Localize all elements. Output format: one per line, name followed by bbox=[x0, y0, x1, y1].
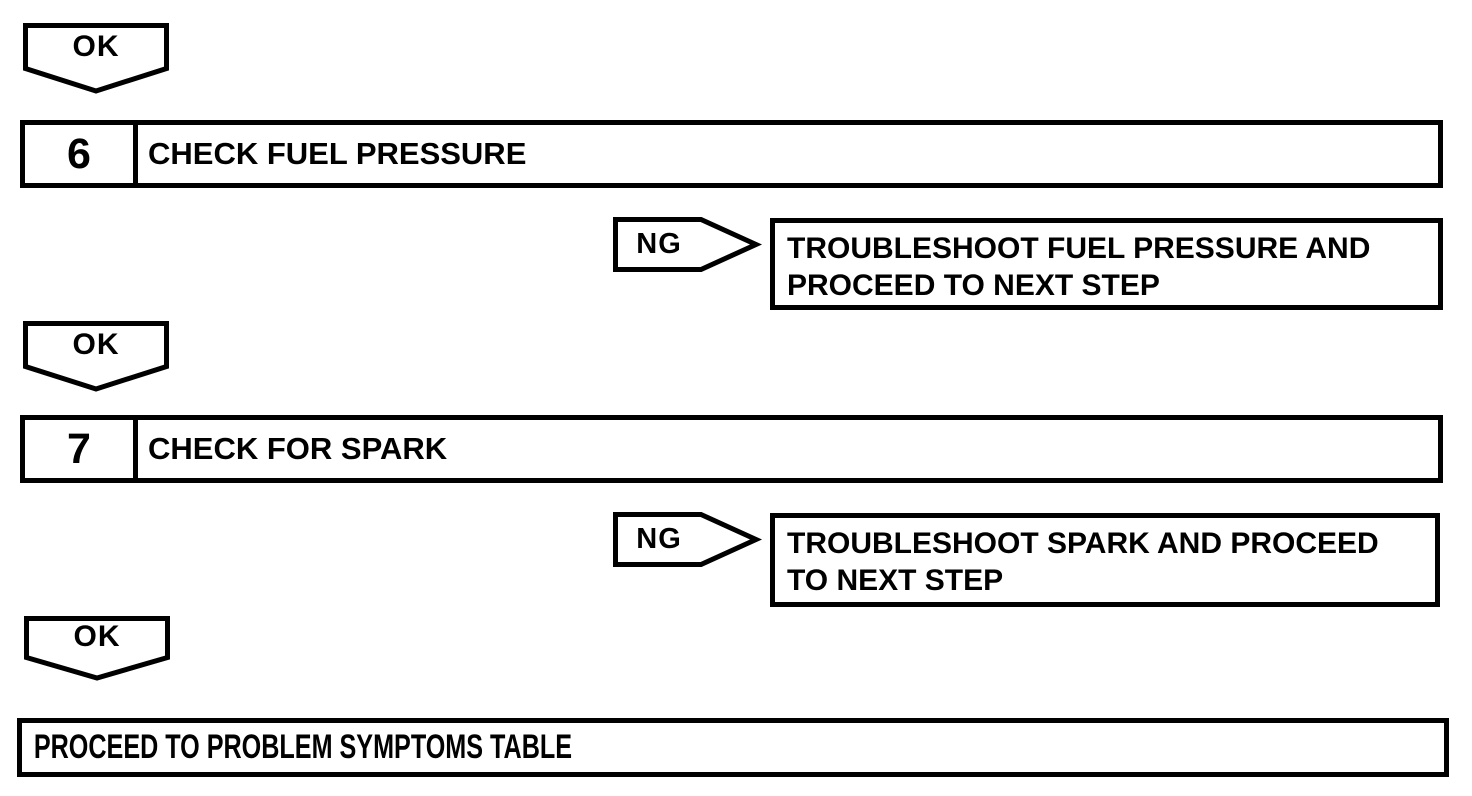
ok-connector-label: OK bbox=[73, 620, 121, 653]
ng-result-line: TROUBLESHOOT SPARK AND PROCEED bbox=[787, 527, 1379, 560]
ng-connector-label: NG bbox=[636, 228, 682, 260]
ng-result-line: TO NEXT STEP bbox=[787, 564, 1004, 597]
step-title: CHECK FOR SPARK bbox=[148, 431, 448, 466]
step-number: 7 bbox=[25, 420, 138, 478]
final-step-box: PROCEED TO PROBLEM SYMPTOMS TABLE bbox=[17, 718, 1449, 777]
ng-connector-label: NG bbox=[636, 523, 682, 555]
ng-connector-2: NG bbox=[613, 512, 763, 567]
step-box-6: 6 CHECK FUEL PRESSURE bbox=[20, 120, 1443, 188]
step-title: CHECK FUEL PRESSURE bbox=[148, 136, 527, 171]
step-number: 6 bbox=[25, 125, 138, 183]
ng-result-box-2: TROUBLESHOOT SPARK AND PROCEED TO NEXT S… bbox=[770, 513, 1440, 607]
ok-connector-2: OK bbox=[23, 321, 169, 393]
ok-connector-3: OK bbox=[24, 616, 170, 688]
ng-result-line: PROCEED TO NEXT STEP bbox=[787, 269, 1160, 302]
final-step-label: PROCEED TO PROBLEM SYMPTOMS TABLE bbox=[33, 728, 573, 766]
ok-connector-1: OK bbox=[23, 23, 169, 95]
ng-connector-1: NG bbox=[613, 217, 763, 272]
ng-result-line: TROUBLESHOOT FUEL PRESSURE AND bbox=[787, 232, 1371, 265]
step-box-7: 7 CHECK FOR SPARK bbox=[20, 415, 1443, 483]
ok-connector-label: OK bbox=[72, 30, 120, 63]
ng-result-box-1: TROUBLESHOOT FUEL PRESSURE AND PROCEED T… bbox=[770, 218, 1443, 310]
ok-connector-label: OK bbox=[72, 328, 120, 361]
